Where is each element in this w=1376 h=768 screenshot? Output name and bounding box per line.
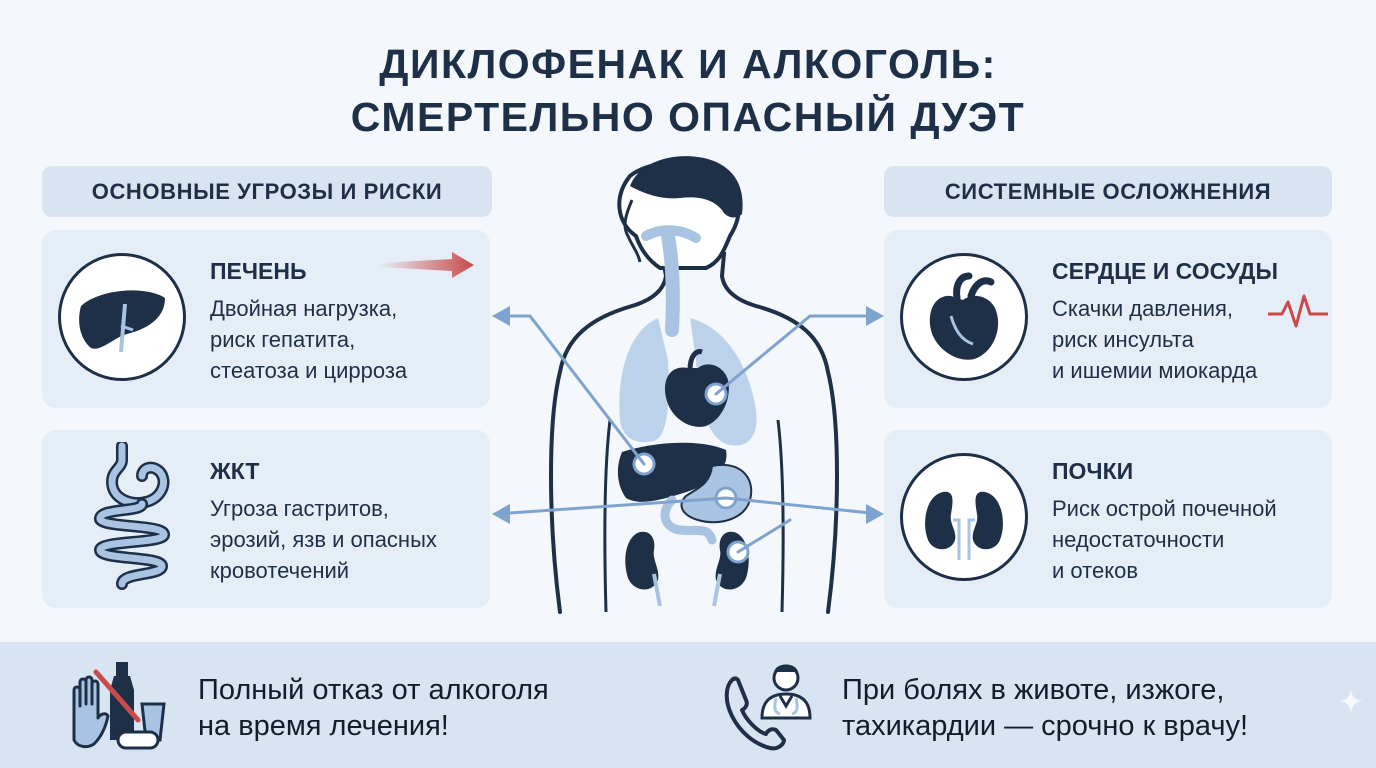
card-liver-text-2: риск гепатита, bbox=[210, 327, 356, 352]
call-doctor-icon bbox=[724, 664, 812, 751]
card-kidneys: ПОЧКИ Риск острой почечной недостаточнос… bbox=[884, 430, 1332, 608]
body-outline bbox=[549, 252, 839, 614]
bottom-right-text-2: тахикардии — срочно к врачу! bbox=[842, 710, 1248, 742]
right-section-header: СИСТЕМНЫЕ ОСЛОЖНЕНИЯ bbox=[884, 166, 1332, 217]
card-liver: ПЕЧЕНЬ Двойная нагрузка, риск гепатита, … bbox=[42, 230, 490, 408]
arrowhead-gi-left bbox=[492, 504, 510, 524]
heart-organ bbox=[664, 364, 729, 427]
left-lung bbox=[619, 318, 669, 443]
card-kidneys-text-2: недостаточности bbox=[1052, 527, 1225, 552]
card-heart: СЕРДЦЕ И СОСУДЫ Скачки давления, риск ин… bbox=[884, 230, 1332, 408]
card-heart-heading: СЕРДЦЕ И СОСУДЫ bbox=[1052, 258, 1278, 284]
connector-gi-right bbox=[724, 496, 882, 516]
connector-gi-left bbox=[494, 496, 728, 516]
card-heart-text-3: и ишемии миокарда bbox=[1052, 358, 1258, 383]
card-kidneys-text-1: Риск острой почечной bbox=[1052, 496, 1277, 521]
card-gi-heading: ЖКТ bbox=[210, 458, 260, 484]
heart-icon bbox=[900, 253, 1028, 381]
card-liver-text-1: Двойная нагрузка, bbox=[210, 296, 398, 321]
red-arrow-icon bbox=[380, 252, 474, 278]
arrowhead-liver bbox=[492, 306, 510, 326]
card-heart-text-2: риск инсульта bbox=[1052, 327, 1194, 352]
trachea bbox=[661, 229, 680, 337]
left-kidney-organ bbox=[625, 531, 659, 590]
kidneys-icon bbox=[900, 453, 1028, 581]
bottom-left-text-2: на время лечения! bbox=[198, 710, 449, 742]
heartbeat-icon bbox=[1268, 294, 1328, 328]
page-title-line-1: ДИКЛОФЕНАК И АЛКОГОЛЬ: bbox=[379, 41, 997, 87]
connector-heart bbox=[714, 314, 882, 396]
bottom-left-text-1: Полный отказ от алкоголя bbox=[198, 674, 549, 706]
page-title-line-2: СМЕРТЕЛЬНО ОПАСНЫЙ ДУЭТ bbox=[350, 94, 1026, 140]
sparkle-icon bbox=[1339, 689, 1363, 713]
card-liver-heading: ПЕЧЕНЬ bbox=[210, 258, 307, 284]
card-kidneys-heading: ПОЧКИ bbox=[1052, 458, 1134, 484]
bottom-right-text-1: При болях в животе, изжоге, bbox=[842, 674, 1225, 706]
bottom-advice-band bbox=[0, 642, 1376, 768]
card-kidneys-text-3: и отеков bbox=[1052, 558, 1139, 583]
arrowhead-heart bbox=[866, 306, 884, 326]
card-liver-text-3: стеатоза и цирроза bbox=[210, 358, 408, 383]
card-gi-tract: ЖКТ Угроза гастритов, эрозий, язв и опас… bbox=[42, 430, 490, 608]
card-heart-text-1: Скачки давления, bbox=[1052, 296, 1234, 321]
liver-icon bbox=[58, 253, 186, 381]
digestive-tract-icon bbox=[93, 442, 171, 590]
card-gi-text-1: Угроза гастритов, bbox=[210, 496, 389, 521]
card-gi-text-2: эрозий, язв и опасных bbox=[210, 527, 437, 552]
no-alcohol-icon bbox=[72, 662, 166, 750]
arrowhead-gi-right bbox=[866, 504, 884, 524]
connector-kidney bbox=[736, 518, 792, 554]
card-gi-text-3: кровотечений bbox=[210, 558, 350, 583]
left-section-header: ОСНОВНЫЕ УГРОЗЫ И РИСКИ bbox=[42, 166, 492, 217]
hair bbox=[630, 156, 743, 218]
